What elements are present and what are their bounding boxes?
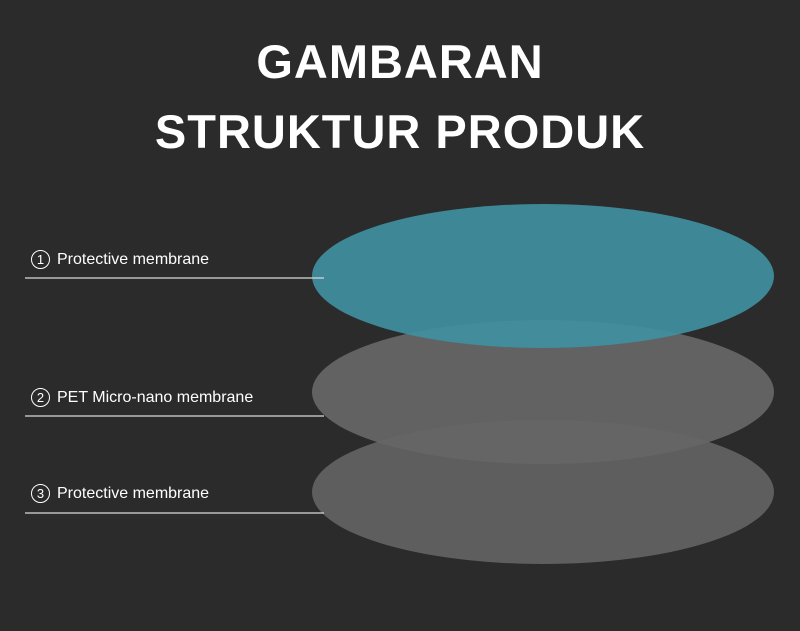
layer-1-label: 1 Protective membrane (31, 250, 209, 269)
layer-2-text: PET Micro-nano membrane (57, 388, 254, 406)
layer-3-disc (312, 420, 774, 564)
layer-2-label: 2 PET Micro-nano membrane (31, 388, 253, 407)
layer-1-number: 1 (31, 250, 50, 269)
layer-2-disc (312, 320, 774, 464)
layer-3-number: 3 (31, 484, 50, 503)
layer-3-text: Protective membrane (57, 484, 210, 502)
title-line-2: STRUKTUR PRODUK (154, 105, 646, 158)
title-line-1: GAMBARAN (256, 35, 544, 88)
layer-2-number: 2 (31, 388, 50, 407)
layer-1-disc (312, 204, 774, 348)
layer-1-text: Protective membrane (57, 250, 210, 268)
layer-3-label: 3 Protective membrane (31, 484, 209, 503)
